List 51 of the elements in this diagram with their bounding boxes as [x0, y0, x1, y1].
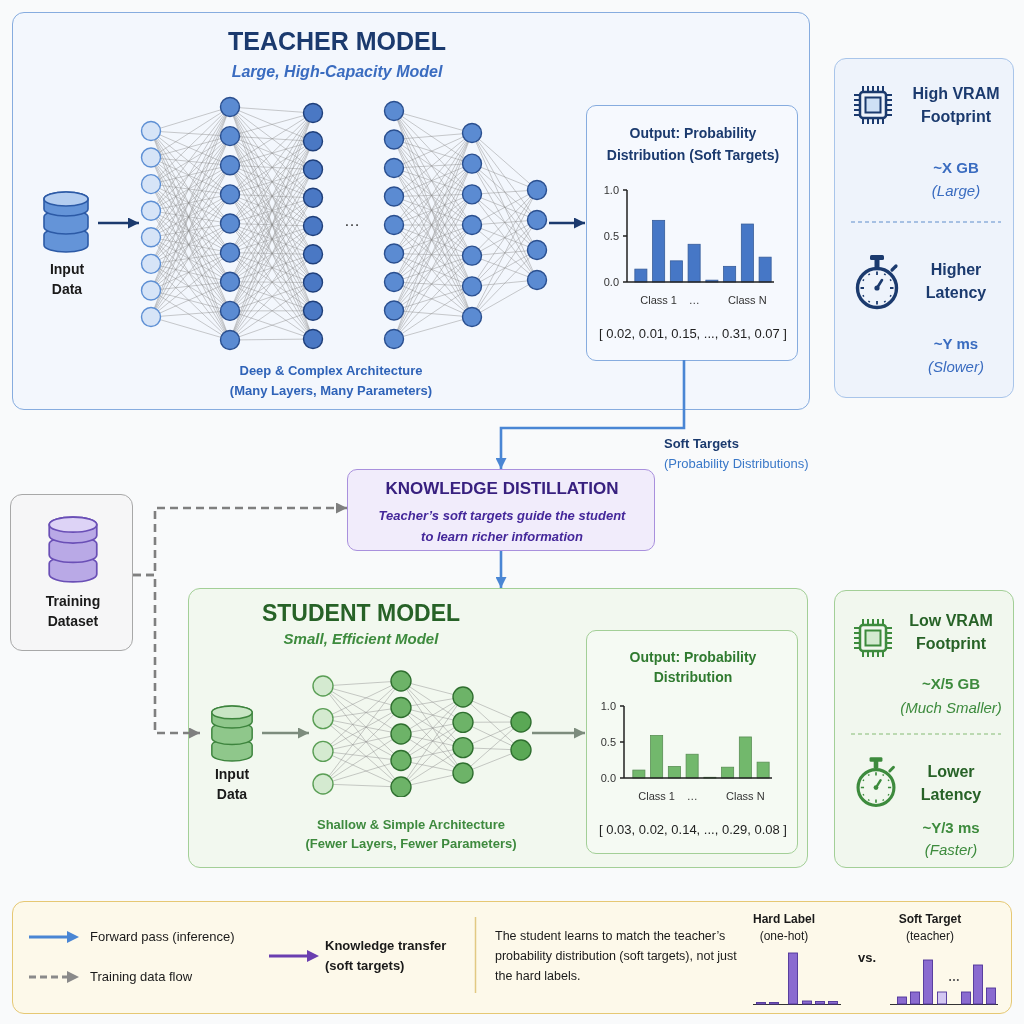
node-label: Deep & Complex Architecture [239, 363, 423, 379]
value-array: [ 0.02, 0.01, 0.15, ..., 0.31, 0.07 ] [599, 326, 787, 342]
metric-note: (Large) [931, 181, 981, 200]
metric-note: (Much Smaller) [900, 698, 1002, 717]
tick-label: 0.0 [603, 276, 619, 288]
ellipsis: … [948, 970, 960, 985]
category-label: … [688, 294, 700, 306]
panel-title: TEACHER MODEL [227, 26, 447, 57]
node-label: (Fewer Layers, Fewer Parameters) [305, 836, 517, 852]
category-label: Class 1 [638, 790, 675, 802]
legend-text: Forward pass (inference) [90, 929, 235, 945]
panel-subtitle: Large, High-Capacity Model [231, 62, 443, 82]
tick-label: 0.0 [600, 772, 616, 784]
metric-title: Low VRAM Footprint [908, 611, 994, 654]
node-label: Input Data [49, 260, 85, 299]
tick-label: 1.0 [600, 700, 616, 712]
legend-text: Knowledge transfer (soft targets) [325, 937, 448, 975]
category-label: Class 1 [640, 294, 677, 306]
value-array: [ 0.03, 0.02, 0.14, ..., 0.29, 0.08 ] [599, 822, 787, 838]
metric-value: ~Y ms [933, 334, 979, 353]
chart-subheading: (teacher) [906, 929, 954, 944]
node-label: Input Data [214, 765, 250, 804]
node-label: Shallow & Simple Architecture [316, 817, 506, 833]
chart-heading: Soft Target [898, 912, 962, 927]
category-label: Class N [728, 294, 767, 306]
output-title: Output: Probability Distribution [629, 648, 757, 687]
output-title: Output: Probability Distribution (Soft Targets) [606, 124, 780, 165]
metric-title: Higher Latency [925, 260, 987, 303]
node-label: (Many Layers, Many Parameters) [229, 383, 433, 399]
metric-note: (Slower) [928, 357, 984, 376]
tick-label: 0.5 [603, 230, 619, 242]
chart-subheading: (one-hot) [759, 929, 809, 944]
metric-note: (Faster) [924, 840, 978, 859]
category-label: Class N [726, 790, 765, 802]
tick-label: 0.5 [600, 736, 616, 748]
comparison-text: vs. [857, 950, 877, 966]
legend-text: Training data flow [90, 969, 193, 985]
box-description: Teacher’s soft targets guide the student to learn richer information [378, 507, 626, 546]
metric-value: ~X GB [933, 158, 979, 177]
note-text: The student learns to match the teacher’s probability distribution (soft targets), not just the hard labels. [495, 928, 738, 985]
tick-label: 1.0 [603, 184, 619, 196]
metric-value: ~Y/3 ms [922, 818, 980, 837]
metric-title: High VRAM Footprint [911, 84, 1001, 127]
metric-value: ~X/5 GB [922, 674, 980, 693]
node-label: Training Dataset [45, 592, 101, 631]
panel-title: STUDENT MODEL [261, 599, 461, 628]
panel-subtitle: Small, Efficient Model [283, 629, 439, 648]
box-title: KNOWLEDGE DISTILLATION [385, 478, 619, 499]
category-label: … [686, 790, 698, 802]
chart-heading: Hard Label [753, 912, 815, 927]
metric-title: Lower Latency [920, 762, 982, 805]
